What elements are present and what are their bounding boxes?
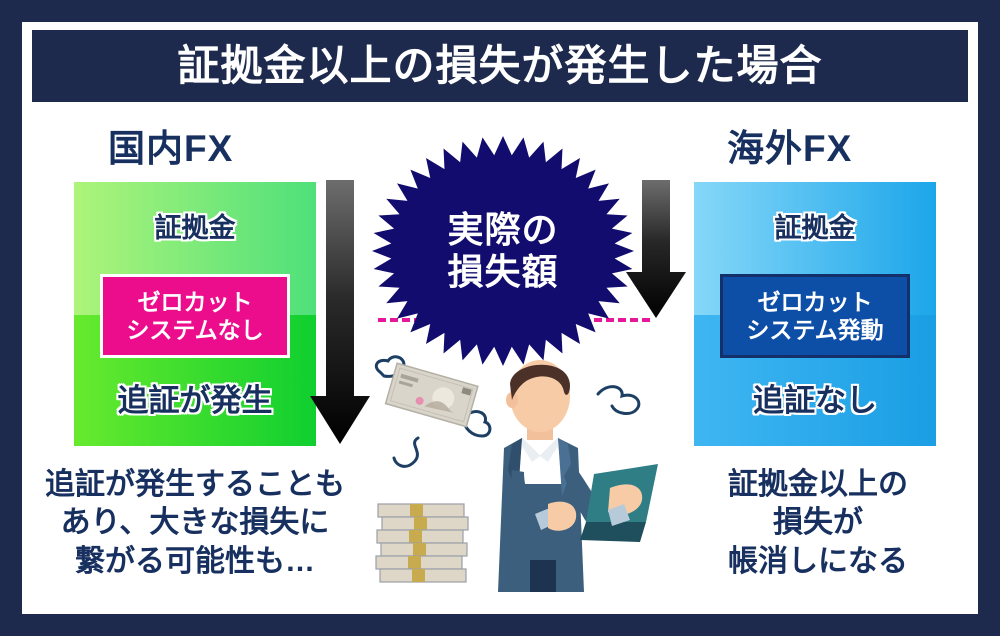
panel-label-margin-right: 証拠金: [774, 213, 856, 243]
panel-label-result-left: 追証が発生: [117, 383, 273, 418]
caption-domestic-line-2: あり、大きな損失に: [60, 506, 330, 540]
down-arrow-icon-left: [308, 180, 372, 446]
panel-domestic-fx: 証拠金 ゼロカット システムなし 追証が発生: [74, 182, 316, 446]
zerocut-line-2-left: システムなし: [126, 317, 264, 343]
caption-overseas-line-2: 損失が: [773, 506, 863, 540]
zerocut-badge-domestic: ゼロカット システムなし: [100, 274, 290, 358]
panel-overseas-fx: 証拠金 ゼロカット システム発動 追証なし: [694, 182, 936, 446]
businessman-illustration: [498, 360, 658, 592]
column-heading-domestic: 国内FX: [108, 128, 234, 169]
caption-overseas-line-3: 帳消しになる: [728, 544, 908, 578]
zerocut-line-1-left: ゼロカット: [137, 288, 253, 315]
page-title-bar: 証拠金以上の損失が発生した場合: [32, 30, 968, 102]
panel-label-result-right: 追証なし: [753, 383, 877, 418]
starburst-shape: [372, 136, 634, 366]
caption-overseas-line-1: 証拠金以上の: [728, 468, 908, 501]
sigh-puff-icon: [596, 385, 641, 415]
caption-domestic: 追証が発生することも あり、大きな損失に 繋がる可能性も…: [35, 466, 355, 581]
panel-label-margin-left: 証拠金: [154, 213, 236, 243]
cash-stack-icon: [375, 503, 469, 583]
page-title: 証拠金以上の損失が発生した場合: [177, 42, 823, 89]
zerocut-badge-overseas: ゼロカット システム発動: [720, 274, 910, 358]
zerocut-line-2-right: システム発動: [746, 317, 884, 343]
center-illustration: [372, 352, 662, 592]
flying-banknote-icon: [374, 355, 492, 468]
actual-loss-starburst: 実際の 損失額: [372, 136, 634, 366]
caption-domestic-line-1: 追証が発生することも: [45, 468, 345, 501]
column-heading-overseas: 海外FX: [727, 128, 853, 169]
caption-domestic-line-3: 繋がる可能性も…: [75, 544, 315, 578]
down-arrow-icon-right: [624, 180, 688, 320]
caption-overseas: 証拠金以上の 損失が 帳消しになる: [690, 466, 946, 581]
zerocut-line-1-right: ゼロカット: [757, 288, 873, 315]
